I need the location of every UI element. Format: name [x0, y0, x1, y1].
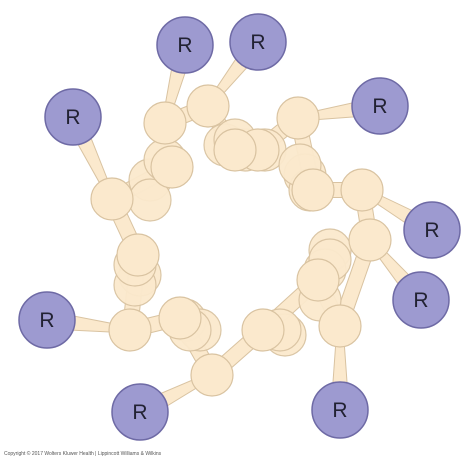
r-group-circle — [403, 201, 461, 259]
r-group-label: R — [424, 219, 439, 242]
r-group-circle — [44, 88, 102, 146]
ring-atom — [348, 218, 392, 262]
ring-atom — [241, 308, 285, 352]
ring-atom — [116, 233, 160, 277]
ring-atom — [276, 96, 320, 140]
r-group: R — [392, 271, 450, 329]
ring-atom — [291, 168, 335, 212]
r-group-label: R — [65, 106, 80, 129]
r-group: R — [403, 201, 461, 259]
copyright-text: Copyright © 2017 Wolters Kluwer Health |… — [4, 451, 162, 457]
ring-atom — [150, 145, 194, 189]
r-group-circle — [351, 77, 409, 135]
r-group: R — [156, 16, 214, 74]
r-group-circle — [18, 291, 76, 349]
ring-atom — [318, 304, 362, 348]
r-group-label: R — [250, 31, 265, 54]
ring-atom — [296, 258, 340, 302]
ring-atom — [190, 353, 234, 397]
r-group-circle — [229, 13, 287, 71]
r-group-label: R — [132, 401, 147, 424]
ring-atom — [186, 84, 230, 128]
front-atoms-layer — [90, 84, 392, 397]
r-group: R — [229, 13, 287, 71]
ring-atom — [158, 296, 202, 340]
ring-atom — [213, 128, 257, 172]
r-groups-layer: R R R R R R R R R — [18, 13, 461, 441]
r-group: R — [44, 88, 102, 146]
r-group-label: R — [372, 95, 387, 118]
ring-atom — [108, 308, 152, 352]
r-group-circle — [156, 16, 214, 74]
ring-atom — [143, 101, 187, 145]
r-group-label: R — [413, 289, 428, 312]
r-group-circle — [311, 381, 369, 439]
r-group-circle — [392, 271, 450, 329]
r-group: R — [18, 291, 76, 349]
r-group-label: R — [177, 34, 192, 57]
ring-atom — [340, 168, 384, 212]
ring-atom — [90, 177, 134, 221]
r-group: R — [351, 77, 409, 135]
r-group: R — [111, 383, 169, 441]
r-group: R — [311, 381, 369, 439]
r-group-label: R — [332, 399, 347, 422]
r-group-label: R — [39, 309, 54, 332]
r-group-circle — [111, 383, 169, 441]
